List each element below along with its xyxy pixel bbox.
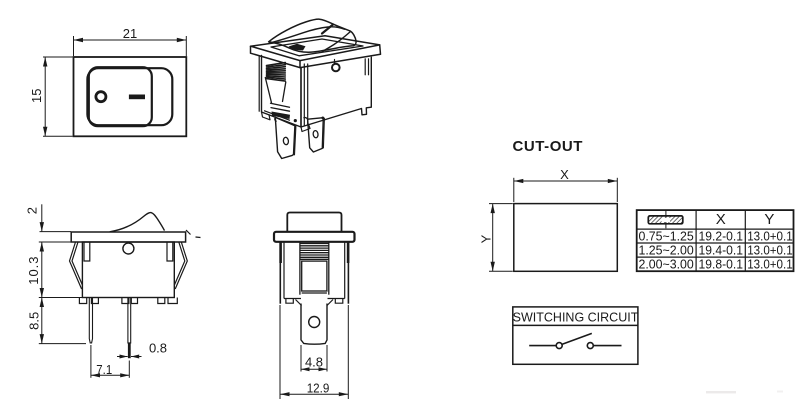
svg-text:13.0+0.1: 13.0+0.1 [747, 257, 793, 272]
svg-text:2.00~3.00: 2.00~3.00 [639, 257, 694, 272]
svg-text:X: X [716, 211, 726, 228]
svg-text:1.25~2.00: 1.25~2.00 [639, 243, 694, 258]
svg-text:X: X [560, 167, 569, 182]
svg-text:13.0+0.1: 13.0+0.1 [747, 243, 793, 258]
svg-text:0.75~1.25: 0.75~1.25 [639, 228, 694, 243]
svg-text:CUT-OUT: CUT-OUT [513, 138, 584, 155]
svg-text:SWITCHING CIRCUIT: SWITCHING CIRCUIT [513, 311, 639, 325]
svg-text:12.9: 12.9 [307, 380, 330, 395]
svg-text:Y: Y [479, 234, 494, 243]
svg-text:19.2-0.1: 19.2-0.1 [699, 228, 744, 243]
svg-text:0.8: 0.8 [149, 341, 167, 356]
svg-text:19.8-0.1: 19.8-0.1 [699, 257, 744, 272]
svg-text:8.5: 8.5 [27, 312, 42, 330]
svg-text:21: 21 [123, 26, 137, 41]
svg-text:13.0+0.1: 13.0+0.1 [747, 228, 793, 243]
svg-text:7.1: 7.1 [96, 362, 112, 377]
svg-text:19.4-0.1: 19.4-0.1 [699, 243, 744, 258]
svg-text:15: 15 [29, 89, 44, 103]
svg-text:4.8: 4.8 [305, 355, 323, 370]
svg-text:2: 2 [25, 207, 40, 214]
svg-text:10.3: 10.3 [26, 256, 41, 285]
svg-text:Y: Y [764, 211, 774, 228]
